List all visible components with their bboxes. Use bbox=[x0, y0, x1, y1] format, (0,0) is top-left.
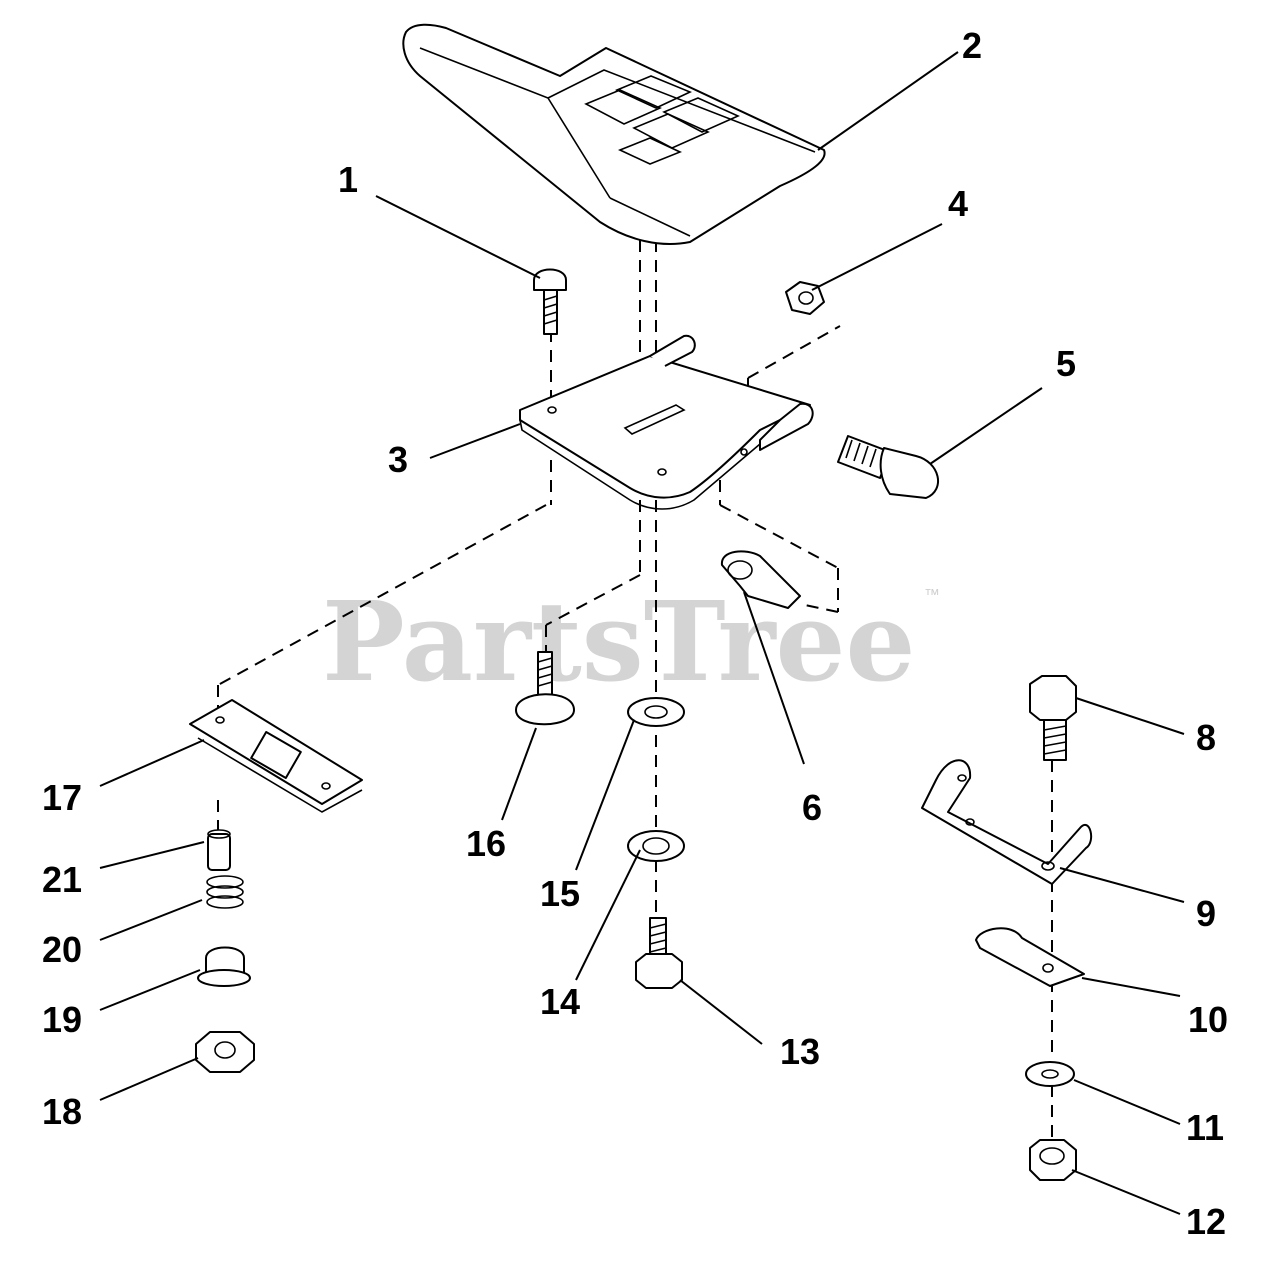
callout-9: 9 bbox=[1196, 893, 1216, 934]
callout-13: 13 bbox=[780, 1031, 820, 1072]
callout-17: 17 bbox=[42, 777, 82, 818]
bolt-part-16 bbox=[515, 651, 575, 726]
seat bbox=[402, 23, 826, 245]
washer-part-14 bbox=[627, 830, 685, 862]
callout-21: 21 bbox=[42, 859, 82, 900]
washer-part-15 bbox=[627, 697, 685, 727]
plate-part-10 bbox=[975, 927, 1085, 987]
leader-lines bbox=[99, 51, 1185, 1215]
seat-plate bbox=[519, 334, 814, 510]
nut-part-12 bbox=[1029, 1139, 1077, 1181]
callout-8: 8 bbox=[1196, 717, 1216, 758]
bolt-part-13 bbox=[635, 917, 683, 989]
bracket-part-17 bbox=[189, 699, 363, 813]
callout-numbers: 1 2 3 4 5 6 8 9 10 11 12 13 14 15 16 17 … bbox=[42, 25, 1228, 1242]
callout-18: 18 bbox=[42, 1091, 82, 1132]
bolt-part-1 bbox=[533, 268, 567, 335]
nut-part-4 bbox=[785, 281, 825, 315]
callout-10: 10 bbox=[1188, 999, 1228, 1040]
callout-5: 5 bbox=[1056, 343, 1076, 384]
callout-3: 3 bbox=[388, 439, 408, 480]
spring-part-20 bbox=[206, 875, 244, 909]
bolt-part-5 bbox=[837, 435, 939, 499]
pin-part-21 bbox=[207, 829, 231, 871]
cap-part-19 bbox=[197, 946, 251, 987]
assembly-lines bbox=[217, 240, 1053, 1140]
callout-15: 15 bbox=[540, 873, 580, 914]
watermark-trademark: ™ bbox=[924, 587, 940, 604]
callout-6: 6 bbox=[802, 787, 822, 828]
callout-19: 19 bbox=[42, 999, 82, 1040]
callout-16: 16 bbox=[466, 823, 506, 864]
callout-12: 12 bbox=[1186, 1201, 1226, 1242]
callout-20: 20 bbox=[42, 929, 82, 970]
washer-part-11 bbox=[1025, 1061, 1075, 1087]
callout-2: 2 bbox=[962, 25, 982, 66]
watermark-text: PartsTree bbox=[322, 577, 916, 706]
bracket-part-9 bbox=[921, 759, 1093, 885]
bolt-part-8 bbox=[1029, 675, 1077, 761]
callout-11: 11 bbox=[1186, 1107, 1224, 1148]
clip-part-6 bbox=[720, 550, 801, 609]
callout-4: 4 bbox=[948, 183, 968, 224]
nut-part-18 bbox=[195, 1031, 255, 1073]
callout-14: 14 bbox=[540, 981, 580, 1022]
callout-1: 1 bbox=[338, 159, 358, 200]
